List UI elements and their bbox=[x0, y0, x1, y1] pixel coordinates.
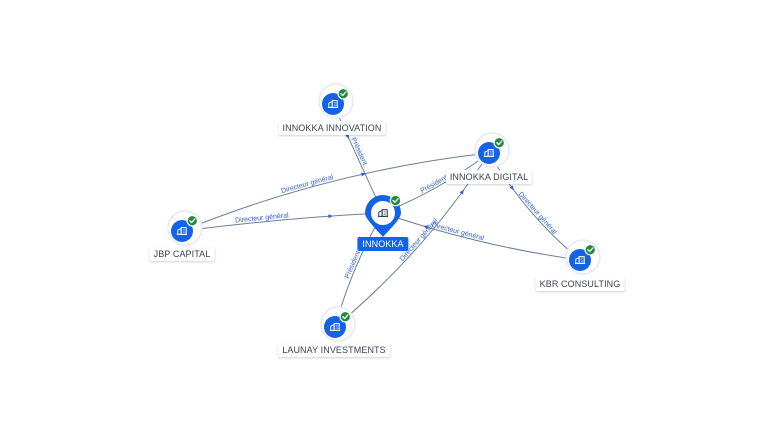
verified-check-icon bbox=[339, 310, 352, 323]
node-label-innokka[interactable]: INNOKKA bbox=[357, 237, 409, 251]
node-innokka-innovation[interactable] bbox=[318, 83, 354, 119]
building-icon bbox=[329, 323, 341, 331]
edge-arrow-icon bbox=[509, 185, 514, 191]
node-inner bbox=[371, 201, 395, 225]
node-circle bbox=[322, 93, 344, 115]
edge-line bbox=[181, 212, 384, 232]
edge-arrow-icon bbox=[361, 172, 366, 177]
building-icon bbox=[483, 149, 495, 157]
node-circle bbox=[171, 220, 193, 242]
nodes-layer bbox=[167, 83, 601, 342]
edge-arrow-icon bbox=[328, 214, 333, 219]
verified-check-icon bbox=[337, 87, 350, 100]
verified-check-icon bbox=[186, 214, 199, 227]
edge-label: Directeur général bbox=[281, 174, 335, 195]
node-circle bbox=[478, 142, 500, 164]
node-label-innokka-innovation[interactable]: INNOKKA INNOVATION bbox=[278, 121, 386, 135]
edge-arrow-icon bbox=[345, 133, 350, 139]
node-innokka[interactable] bbox=[365, 194, 402, 237]
node-jbp-capital[interactable] bbox=[167, 210, 203, 246]
edge-label: Directeur général bbox=[431, 222, 485, 243]
building-icon bbox=[176, 227, 188, 235]
node-innokka-digital[interactable] bbox=[474, 132, 510, 168]
verified-check-icon bbox=[493, 136, 506, 149]
edge-line bbox=[382, 212, 581, 261]
edge-label: Président bbox=[349, 137, 368, 167]
edge-label: Directeur général bbox=[517, 191, 558, 236]
edge-jbp-capital-to-innokka[interactable]: Directeur général bbox=[181, 212, 384, 232]
node-kbr-consulting[interactable] bbox=[565, 239, 601, 275]
edge-label: Président bbox=[420, 174, 449, 195]
node-label-launay-investments[interactable]: LAUNAY INVESTMENTS bbox=[278, 343, 390, 357]
node-label-innokka-digital[interactable]: INNOKKA DIGITAL bbox=[445, 170, 533, 184]
node-label-jbp-capital[interactable]: JBP CAPITAL bbox=[149, 247, 215, 261]
edge-label: Directeur général bbox=[235, 212, 290, 224]
edge-line bbox=[181, 152, 490, 232]
edge-arrow-icon bbox=[423, 225, 429, 230]
building-icon bbox=[327, 100, 339, 108]
building-icon bbox=[574, 256, 586, 264]
edge-arrow-icon bbox=[459, 189, 464, 195]
node-label-kbr-consulting[interactable]: KBR CONSULTING bbox=[535, 277, 625, 291]
edge-jbp-capital-to-innokka-digital[interactable]: Directeur général bbox=[181, 152, 490, 232]
edge-label: Président bbox=[344, 250, 362, 280]
verified-check-icon bbox=[584, 243, 597, 256]
node-circle bbox=[569, 249, 591, 271]
node-launay-investments[interactable] bbox=[320, 306, 356, 342]
verified-check-icon bbox=[389, 194, 402, 207]
building-icon bbox=[377, 209, 389, 217]
node-circle bbox=[324, 316, 346, 338]
